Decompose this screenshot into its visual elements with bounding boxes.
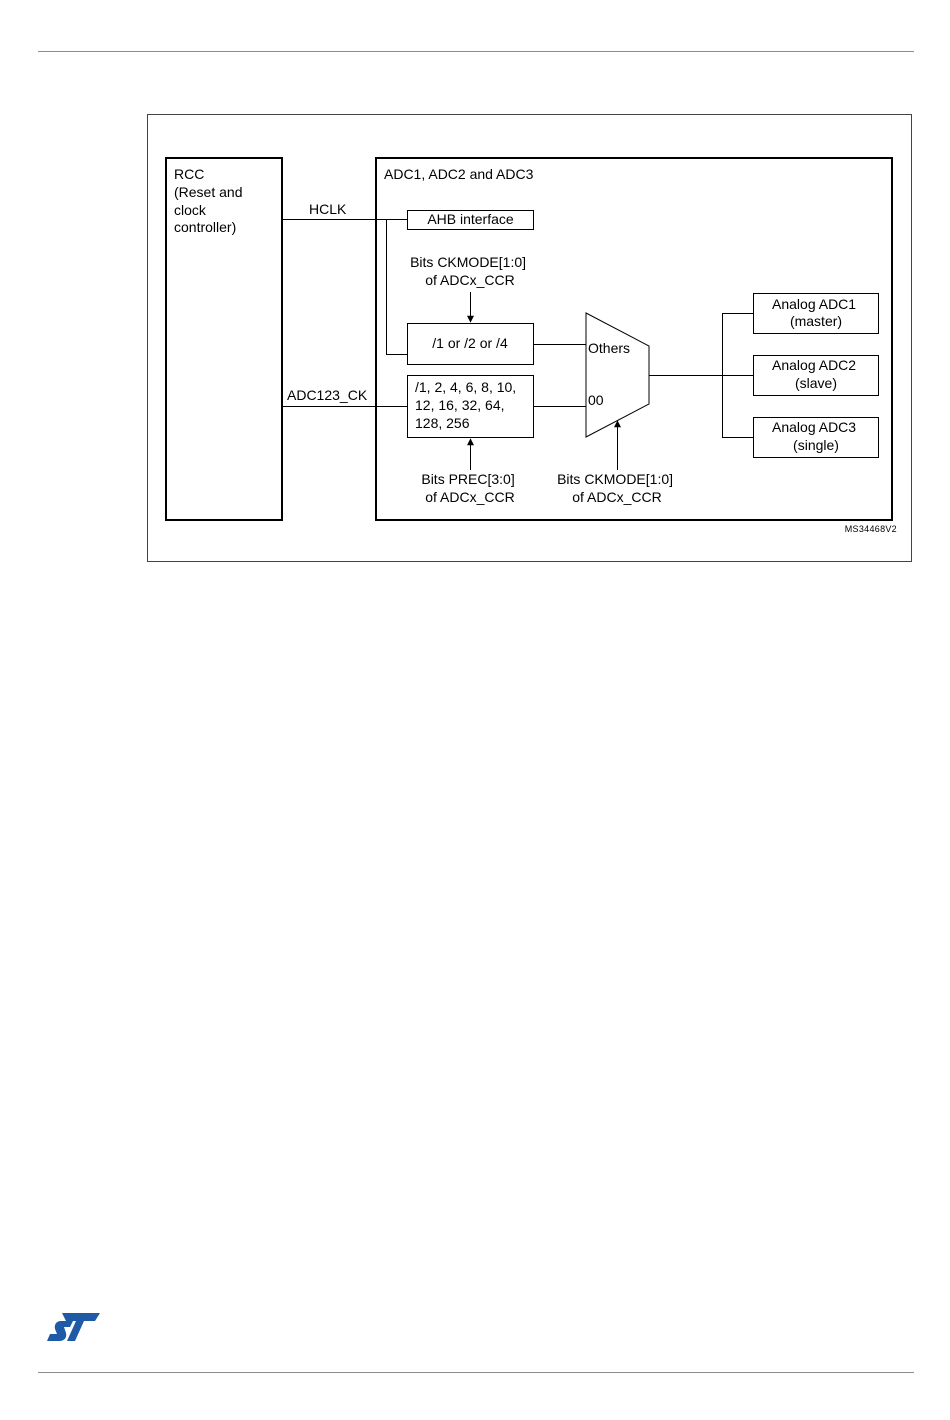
figure-code: MS34468V2 (845, 524, 897, 534)
analog-adc1-label: Analog ADC1 (master) (772, 296, 860, 329)
sync-divider-label: /1 or /2 or /4 (432, 335, 508, 351)
ahb-interface-box (407, 210, 534, 230)
async-divider-label: /1, 2, 4, 6, 8, 10, 12, 16, 32, 64, 128,… (415, 379, 520, 431)
figure-frame (147, 114, 912, 562)
rcc-label: RCC (Reset and clock controller) (174, 166, 246, 235)
adc-block (375, 157, 893, 521)
st-logo-icon (47, 1313, 100, 1341)
rcc-block (165, 157, 283, 521)
adc-block-title: ADC1, ADC2 and ADC3 (384, 166, 534, 182)
analog-adc1-box (753, 293, 879, 334)
analog-adc3-label: Analog ADC3 (single) (772, 419, 860, 453)
adc-clock-diagram: RCC (Reset and clock controller) ADC1, A… (147, 114, 912, 562)
hclk-label: HCLK (309, 201, 347, 217)
ahb-interface-label: AHB interface (427, 211, 514, 227)
analog-adc3-box (753, 417, 879, 458)
ckmode-bottom-label: Bits CKMODE[1:0] of ADCx_CCR (557, 471, 677, 505)
analog-adc2-label: Analog ADC2 (slave) (772, 357, 860, 391)
mux-input-others: Others (588, 340, 630, 356)
prec-bits-label: Bits PREC[3:0] of ADCx_CCR (421, 471, 518, 505)
adc-clk-label: ADC123_CK (287, 387, 368, 403)
analog-adc2-box (753, 355, 879, 396)
header-rule (38, 51, 914, 52)
mux-input-00: 00 (588, 392, 604, 408)
footer-rule (38, 1372, 914, 1373)
hclk-branch-line (386, 219, 407, 355)
clock-mux (585, 312, 650, 438)
ckmode-top-label: Bits CKMODE[1:0] of ADCx_CCR (410, 254, 530, 288)
